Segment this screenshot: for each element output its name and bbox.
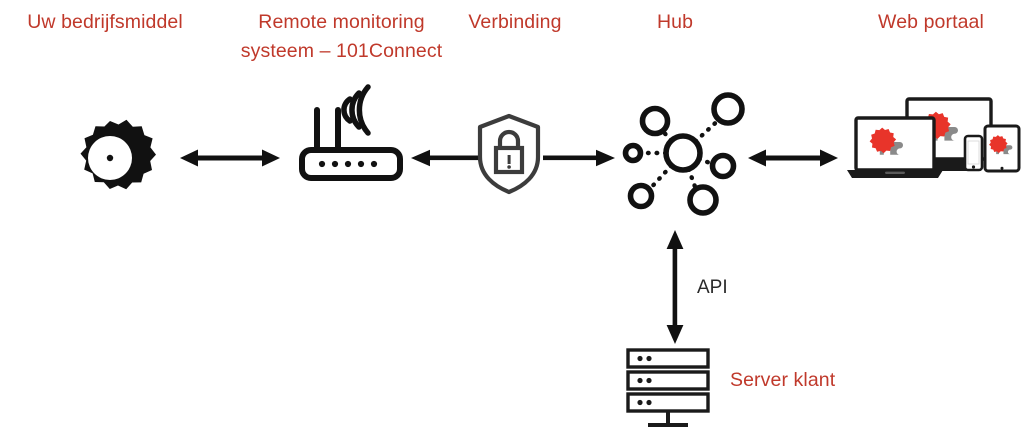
multi-device-icon <box>845 97 1021 186</box>
gear-icon <box>58 106 162 210</box>
device-tablet <box>983 124 1021 173</box>
label-api: API <box>697 277 728 298</box>
connector-asset-to-rms <box>180 146 280 170</box>
label-remote-monitoring-system: Remote monitoring systeem – 101Connect <box>240 11 443 62</box>
shield-lock-icon <box>476 113 542 195</box>
router-icon <box>296 84 412 188</box>
device-laptop <box>847 116 943 178</box>
connector-connection-to-hub <box>543 147 615 169</box>
connector-connection-to-rms <box>411 147 479 169</box>
label-hub: Hub <box>656 11 694 33</box>
device-phone <box>963 134 984 172</box>
connector-hub-to-portal <box>748 146 838 170</box>
label-asset: Uw bedrijfsmiddel <box>27 11 183 33</box>
server-rack-icon <box>626 348 724 432</box>
label-connection: Verbinding <box>468 11 562 33</box>
label-server-klant: Server klant <box>730 369 836 391</box>
network-hub-icon <box>622 90 745 216</box>
connector-hub-to-server <box>663 230 687 344</box>
label-web-portal: Web portaal <box>878 11 984 33</box>
